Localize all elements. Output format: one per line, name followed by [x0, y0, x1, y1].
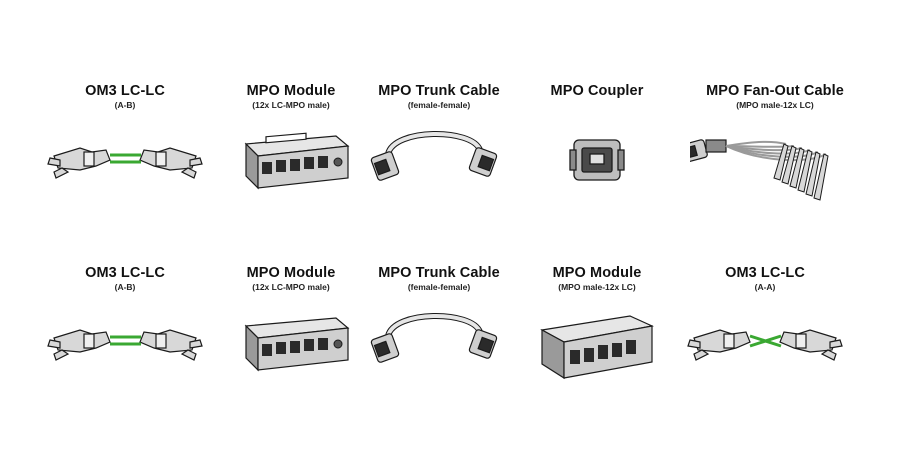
- component-title: OM3 LC-LC: [85, 83, 165, 99]
- component-mpo-trunk-cable: MPO Trunk Cable (female-female): [354, 78, 524, 238]
- mpo-fanout-cable-icon: [690, 126, 860, 216]
- component-title: MPO Trunk Cable: [378, 265, 500, 281]
- mpo-module-icon: [206, 126, 376, 216]
- mpo-module-icon: [206, 308, 376, 398]
- component-subtitle: (MPO male-12x LC): [558, 282, 636, 292]
- component-om3-lc-lc-ab: OM3 LC-LC (A-B): [40, 78, 210, 238]
- component-row-2: OM3 LC-LC (A-B) MPO Module (12x L: [0, 260, 900, 420]
- mpo-trunk-cable-icon: [354, 126, 524, 216]
- component-subtitle: (MPO male-12x LC): [736, 100, 814, 110]
- component-mpo-module: MPO Module (12x LC-MPO male): [206, 260, 376, 420]
- component-om3-lc-lc-aa: OM3 LC-LC (A-A): [680, 260, 850, 420]
- mpo-coupler-icon: [512, 126, 682, 216]
- lc-lc-patch-cable-straight-icon: [40, 126, 210, 216]
- component-mpo-module: MPO Module (12x LC-MPO male): [206, 78, 376, 238]
- component-subtitle: (12x LC-MPO male): [252, 100, 330, 110]
- component-title: OM3 LC-LC: [85, 265, 165, 281]
- component-om3-lc-lc-ab: OM3 LC-LC (A-B): [40, 260, 210, 420]
- lc-lc-patch-cable-straight-icon: [40, 308, 210, 398]
- component-subtitle: (12x LC-MPO male): [252, 282, 330, 292]
- component-title: MPO Trunk Cable: [378, 83, 500, 99]
- component-mpo-trunk-cable: MPO Trunk Cable (female-female): [354, 260, 524, 420]
- component-mpo-module-alt: MPO Module (MPO male-12x LC): [512, 260, 682, 420]
- component-title: MPO Fan-Out Cable: [706, 83, 844, 99]
- component-title: MPO Module: [552, 265, 642, 281]
- lc-lc-patch-cable-crossed-icon: [680, 308, 850, 398]
- component-subtitle: (A-B): [114, 282, 136, 292]
- component-title: MPO Coupler: [550, 83, 644, 99]
- component-subtitle: (A-B): [114, 100, 136, 110]
- component-mpo-coupler: MPO Coupler: [512, 78, 682, 238]
- mpo-module-alt-icon: [512, 308, 682, 398]
- component-title: MPO Module: [246, 265, 336, 281]
- mpo-trunk-cable-icon: [354, 308, 524, 398]
- component-title: OM3 LC-LC: [725, 265, 805, 281]
- component-subtitle: (female-female): [407, 282, 471, 292]
- component-subtitle: (female-female): [407, 100, 471, 110]
- component-mpo-fan-out-cable: MPO Fan-Out Cable (MPO male-12x LC): [690, 78, 860, 238]
- component-title: MPO Module: [246, 83, 336, 99]
- component-subtitle: (A-A): [754, 282, 776, 292]
- component-row-1: OM3 LC-LC (A-B) MPO Module (12x L: [0, 78, 900, 238]
